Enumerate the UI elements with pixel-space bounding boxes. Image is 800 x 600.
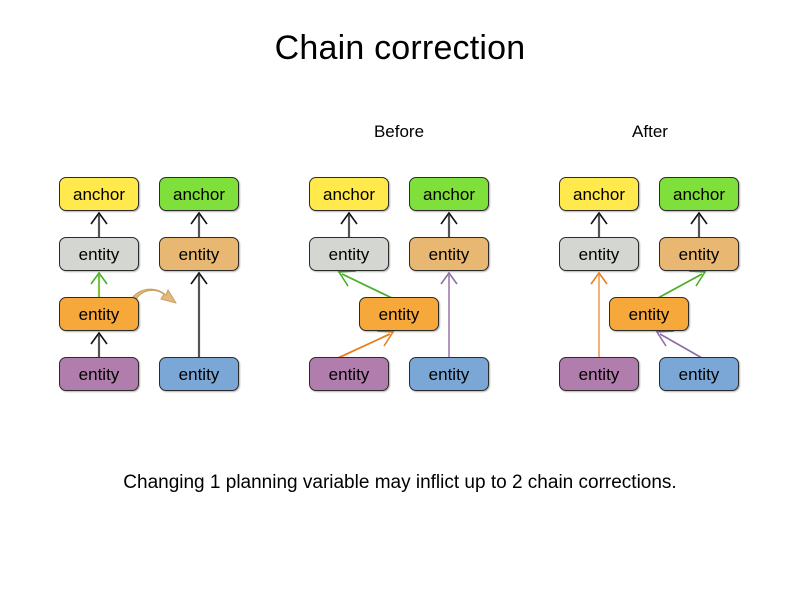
arrow-blue-to-tan [440, 271, 458, 357]
node-anchor-green-initial[interactable]: anchor [159, 177, 239, 211]
panel-after-arrows [590, 211, 708, 359]
panel-before-arrows [337, 211, 458, 359]
arrow-orange-to-tan [657, 270, 707, 299]
arrow-orange-to-grey [90, 271, 108, 297]
panel-label-after: After [632, 122, 668, 141]
node-entity-tan-initial[interactable]: entity [159, 237, 239, 271]
arrow-blue-to-tan [190, 271, 208, 357]
node-entity-grey-after[interactable]: entity [559, 237, 639, 271]
node-entity-orange-before[interactable]: entity [359, 297, 439, 331]
node-entity-purple-initial[interactable]: entity [59, 357, 139, 391]
arrow-grey-to-yellow-anchor [340, 211, 358, 237]
arrow-tan-to-green-anchor [440, 211, 458, 237]
arrow-tan-to-green-anchor [190, 211, 208, 237]
node-anchor-green-after[interactable]: anchor [659, 177, 739, 211]
node-entity-grey-initial[interactable]: entity [59, 237, 139, 271]
panel-label-before: Before [373, 122, 425, 141]
node-entity-purple-after[interactable]: entity [559, 357, 639, 391]
node-entity-tan-before[interactable]: entity [409, 237, 489, 271]
panel-initial-arrows [90, 211, 208, 357]
node-entity-blue-initial[interactable]: entity [159, 357, 239, 391]
arrow-grey-to-yellow-anchor [590, 211, 608, 237]
arrow-tan-to-green-anchor [690, 211, 708, 237]
node-entity-purple-before[interactable]: entity [309, 357, 389, 391]
node-entity-orange-initial[interactable]: entity [59, 297, 139, 331]
node-anchor-green-before[interactable]: anchor [409, 177, 489, 211]
arrow-purple-to-orange [337, 330, 395, 359]
arrow-grey-to-yellow-anchor [90, 211, 108, 237]
node-anchor-yellow-before[interactable]: anchor [309, 177, 389, 211]
arrow-purple-to-orange [90, 331, 108, 357]
node-entity-orange-after[interactable]: entity [609, 297, 689, 331]
node-entity-blue-before[interactable]: entity [409, 357, 489, 391]
node-entity-grey-before[interactable]: entity [309, 237, 389, 271]
node-anchor-yellow-initial[interactable]: anchor [59, 177, 139, 211]
move-curved-arrow [127, 288, 177, 309]
arrow-purple-to-grey [590, 271, 608, 357]
page-title: Chain correction [274, 29, 526, 67]
node-entity-tan-after[interactable]: entity [659, 237, 739, 271]
arrow-blue-to-orange [655, 330, 703, 359]
node-anchor-yellow-after[interactable]: anchor [559, 177, 639, 211]
node-entity-blue-after[interactable]: entity [659, 357, 739, 391]
slide-caption: Changing 1 planning variable may inflict… [123, 472, 677, 493]
arrow-orange-to-grey [337, 270, 393, 299]
